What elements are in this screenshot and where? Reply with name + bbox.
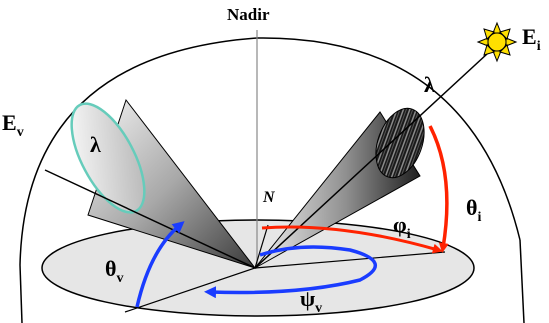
e-i-label: Ei xyxy=(522,24,541,54)
sun-icon xyxy=(476,21,518,63)
ground-line-north xyxy=(254,224,269,269)
theta-i-label: θi xyxy=(466,195,481,225)
phi-i-label: φi xyxy=(393,212,411,242)
sun-cone-opening xyxy=(375,107,425,179)
hemisphere-right-edge xyxy=(519,239,525,323)
phi-i-arc xyxy=(261,225,443,254)
theta-v-label: θv xyxy=(105,256,123,286)
north-label: N xyxy=(262,189,276,206)
view-cone-opening xyxy=(70,102,146,214)
view-direction-line xyxy=(44,169,256,269)
nadir-label: Nadir xyxy=(227,5,270,24)
hemisphere-left-edge xyxy=(19,264,23,323)
psi-v-label: ψv xyxy=(300,286,322,316)
sun-direction-line xyxy=(254,41,501,269)
ground-line-view-azimuth xyxy=(124,267,256,313)
theta-i-arc xyxy=(428,125,449,253)
theta-v-arc xyxy=(135,221,185,308)
lambda-sun-label: λ xyxy=(424,72,435,97)
lambda-view-label: λ xyxy=(90,132,101,157)
e-v-label: Ev xyxy=(2,110,24,140)
ground-line-sun-azimuth xyxy=(254,251,446,269)
psi-v-ellipse-arc xyxy=(204,245,378,299)
